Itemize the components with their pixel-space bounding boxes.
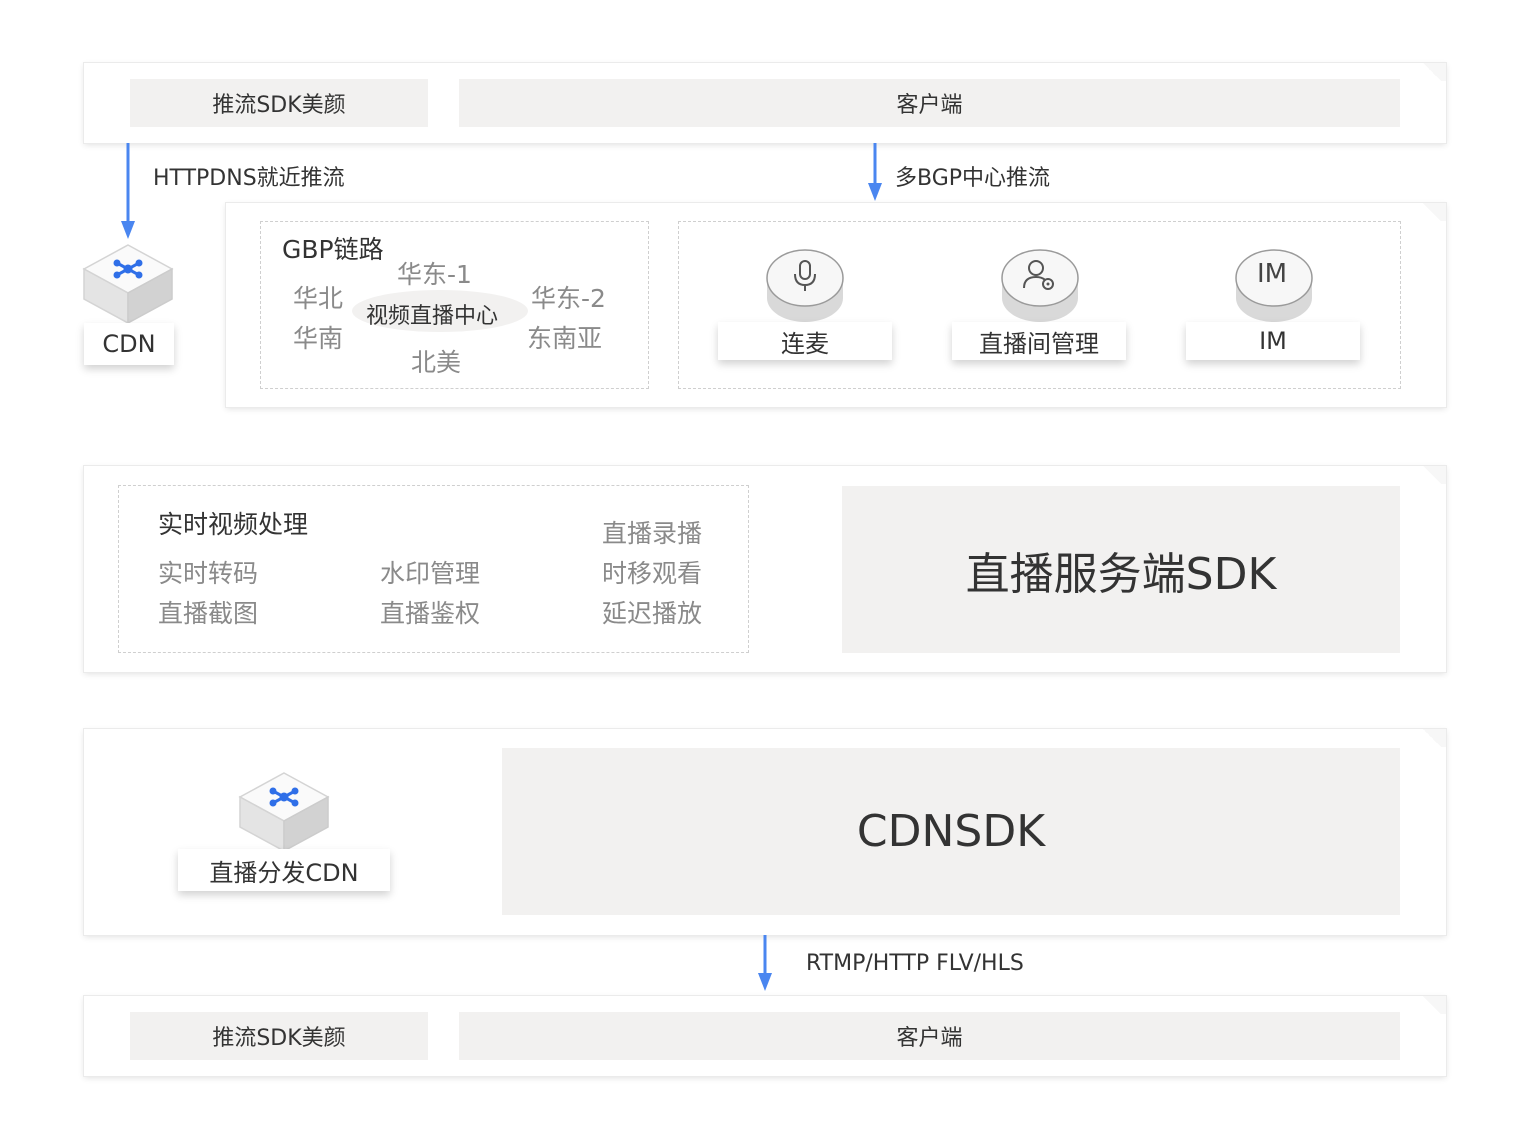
user-settings-icon bbox=[1023, 260, 1054, 290]
feature-watermark: 水印管理 bbox=[380, 559, 481, 588]
region-east-2: 华东-2 bbox=[531, 284, 606, 313]
cdn-label-card: CDN bbox=[84, 323, 174, 365]
feature-live-screenshot: 直播截图 bbox=[158, 599, 259, 628]
service-label-lianmai: 连麦 bbox=[718, 322, 892, 360]
client-box: 客户端 bbox=[459, 79, 1400, 127]
gbp-center-label: 视频直播中心 bbox=[366, 304, 499, 329]
feature-realtime-transcode: 实时转码 bbox=[158, 559, 259, 588]
realtime-processing-group bbox=[118, 485, 749, 653]
cdn-node-icon bbox=[82, 244, 174, 325]
distribution-cdn-label-card: 直播分发CDN bbox=[178, 849, 390, 891]
feature-delay-playback: 延迟播放 bbox=[602, 599, 703, 628]
panel-corner bbox=[1418, 466, 1446, 484]
gbp-center-ellipse bbox=[352, 290, 528, 332]
push-sdk-beauty-box: 推流SDK美颜 bbox=[130, 79, 428, 127]
feature-live-auth: 直播鉴权 bbox=[380, 599, 481, 628]
feature-timeshift: 时移观看 bbox=[602, 559, 703, 588]
feature-live-recording: 直播录播 bbox=[602, 519, 703, 548]
bgp-arrow bbox=[868, 143, 882, 201]
im-icon: IM bbox=[1257, 259, 1288, 289]
panel-corner bbox=[1418, 63, 1446, 81]
bottom-push-sdk-beauty-box: 推流SDK美颜 bbox=[130, 1012, 428, 1060]
cdn-sdk-box: CDNSDK bbox=[502, 748, 1400, 915]
live-server-sdk-box: 直播服务端SDK bbox=[842, 486, 1400, 653]
panel-corner bbox=[1418, 203, 1446, 221]
region-north: 华北 bbox=[293, 284, 344, 313]
service-label-room-management: 直播间管理 bbox=[952, 322, 1126, 360]
services-group bbox=[678, 221, 1401, 389]
region-north-america: 北美 bbox=[411, 348, 462, 377]
bottom-client-panel: 推流SDK美颜 客户端 bbox=[84, 996, 1446, 1076]
httpdns-arrow bbox=[121, 143, 135, 239]
top-client-panel: 推流SDK美颜 客户端 bbox=[84, 63, 1446, 143]
gbp-title: GBP链路 bbox=[282, 235, 384, 264]
panel-corner bbox=[1418, 729, 1446, 747]
bottom-client-box: 客户端 bbox=[459, 1012, 1400, 1060]
region-southeast-asia: 东南亚 bbox=[527, 324, 603, 353]
region-east-1: 华东-1 bbox=[397, 260, 472, 289]
gbp-link-group bbox=[260, 221, 649, 389]
region-south: 华南 bbox=[293, 324, 344, 353]
service-node-im bbox=[1235, 249, 1313, 322]
distribution-cdn-node-icon bbox=[238, 772, 330, 853]
panel-corner bbox=[1418, 996, 1446, 1014]
realtime-processing-title: 实时视频处理 bbox=[158, 510, 309, 539]
rtmp-arrow bbox=[758, 935, 772, 991]
service-label-im: IM bbox=[1186, 322, 1360, 360]
rtmp-label: RTMP/HTTP FLV/HLS bbox=[806, 951, 1024, 976]
microphone-icon bbox=[794, 260, 816, 291]
httpdns-label: HTTPDNS就近推流 bbox=[153, 166, 345, 191]
bgp-label: 多BGP中心推流 bbox=[895, 166, 1051, 191]
